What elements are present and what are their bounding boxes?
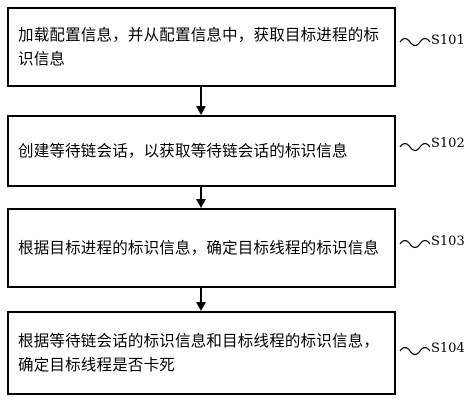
- flow-arrow-1: [200, 87, 202, 107]
- step-box-s104: 根据等待链会话的标识信息和目标线程的标识信息，确定目标线程是否卡死: [7, 311, 396, 395]
- flow-arrow-3: [200, 288, 202, 303]
- step-text-s102: 创建等待链会话，以获取等待链会话的标识信息: [18, 142, 348, 160]
- arrowhead-3: [196, 302, 206, 311]
- leader-line-s101: [399, 37, 431, 47]
- step-text-s104: 根据等待链会话的标识信息和目标线程的标识信息，确定目标线程是否卡死: [18, 332, 380, 374]
- step-label-s101: S101: [431, 33, 465, 48]
- step-text-s103: 根据目标进程的标识信息，确定目标线程的标识信息: [18, 239, 380, 257]
- arrowhead-1: [196, 106, 206, 115]
- step-label-s102: S102: [431, 136, 465, 151]
- step-text-s101: 加载配置信息，并从配置信息中，获取目标进程的标识信息: [18, 26, 380, 68]
- leader-line-s102: [399, 142, 431, 152]
- step-box-s103: 根据目标进程的标识信息，确定目标线程的标识信息: [7, 208, 396, 288]
- step-box-s101: 加载配置信息，并从配置信息中，获取目标进程的标识信息: [7, 7, 396, 87]
- leader-line-s103: [399, 239, 431, 249]
- arrowhead-2: [196, 199, 206, 208]
- step-label-s104: S104: [431, 341, 465, 356]
- step-box-s102: 创建等待链会话，以获取等待链会话的标识信息: [7, 115, 396, 187]
- flow-arrow-2: [200, 187, 202, 200]
- step-label-s103: S103: [431, 234, 465, 249]
- leader-line-s104: [399, 346, 431, 356]
